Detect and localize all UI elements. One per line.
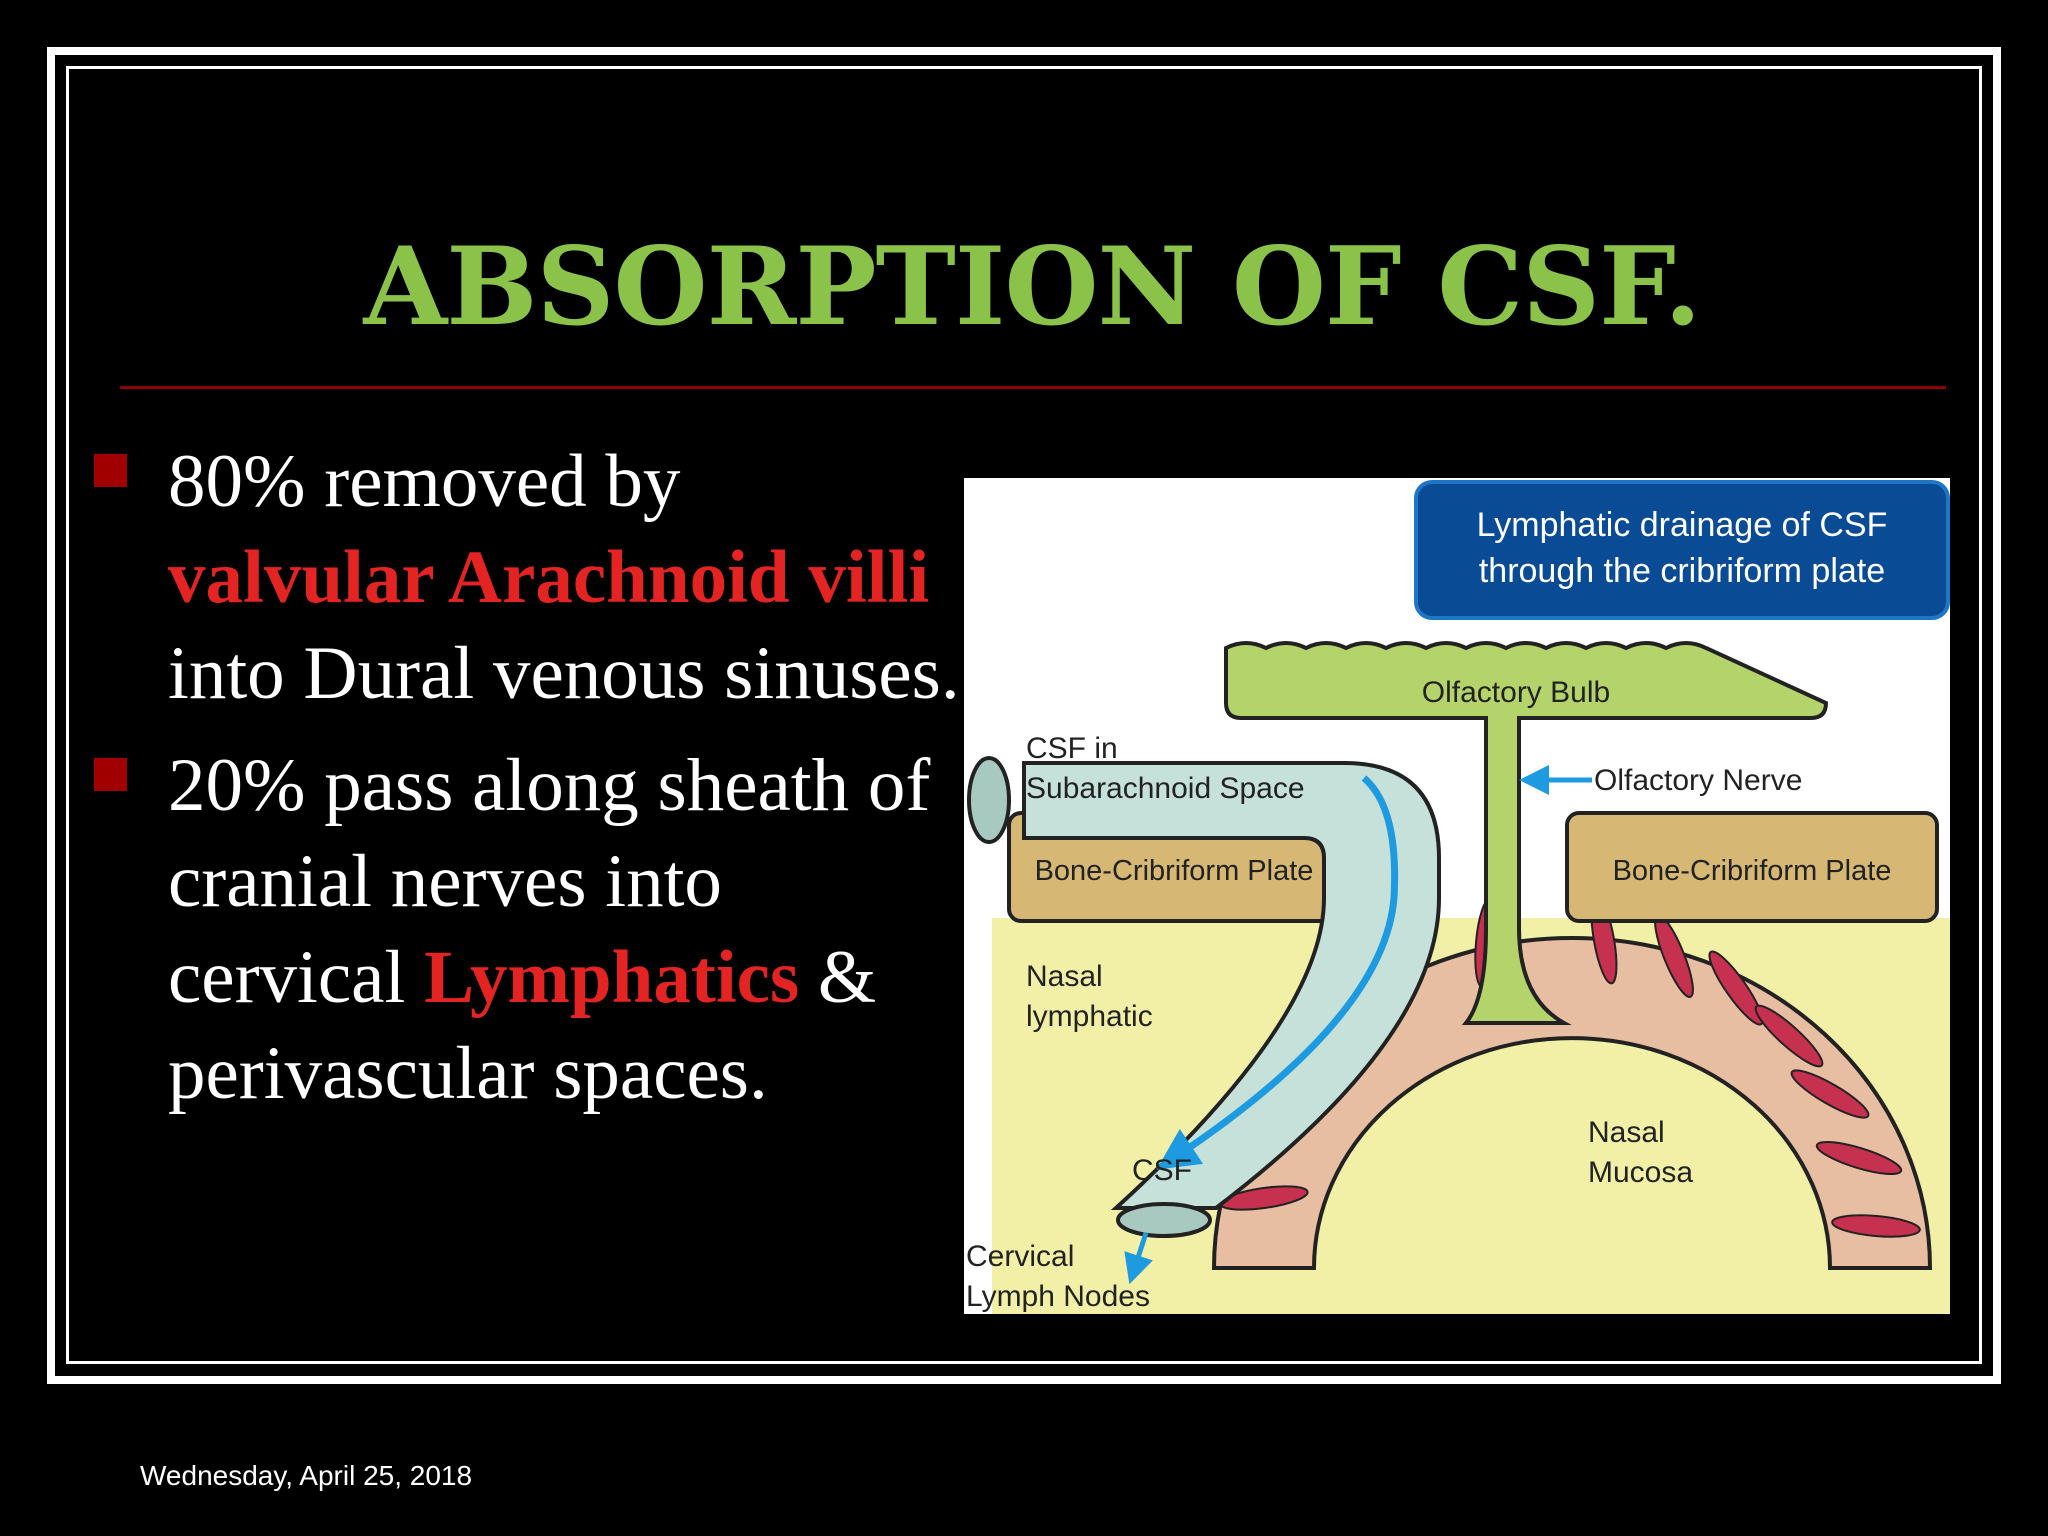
bullet-1-text-start: 80% removed by [168,440,681,523]
banner-line-2: through the cribriform plate [1479,552,1885,590]
bullet-1-highlight: valvular Arachnoid villi [168,536,930,619]
bullet-text: 20% pass along sheath of cranial nerves … [168,738,964,1122]
olfactory-nerve-label: Olfactory Nerve [1594,764,1802,797]
csf-tube-end-bottom [1116,1202,1212,1238]
diagram-svg: Lymphatic drainage of CSF through the cr… [966,480,1950,1314]
banner-line-1: Lymphatic drainage of CSF [1477,506,1888,544]
slide-outer-border [47,47,2001,1384]
csf-tube-end-top [967,756,1011,844]
nasal-mucosa-label-line-1: Nasal [1588,1116,1665,1149]
bone-right-label: Bone-Cribriform Plate [1613,855,1892,887]
square-bullet-icon [94,758,127,791]
csf-in-label-line-2: Subarachnoid Space [1026,772,1305,805]
bullet-text: 80% removed by valvular Arachnoid villi … [168,434,964,722]
square-bullet-icon [94,454,127,487]
bone-left-label: Bone-Cribriform Plate [1035,855,1314,887]
cervical-label-line-1: Cervical [966,1240,1074,1273]
olfactory-bulb-shape [1224,641,1829,1025]
bone-plate-right [1565,811,1939,923]
csf-tube [1022,761,1441,1210]
cervical-label-line-2: Lymph Nodes [966,1280,1150,1313]
slide-inner-border [66,66,1982,1364]
diagram-banner [1414,480,1950,620]
bullet-list: 80% removed by valvular Arachnoid villi … [94,434,964,1138]
csf-in-label-line-1: CSF in [1026,732,1118,765]
nasal-lymphatic-label-line-2: lymphatic [1026,1000,1153,1033]
bullet-item: 80% removed by valvular Arachnoid villi … [94,434,964,722]
nasal-mucosa-label-line-2: Mucosa [1588,1156,1693,1189]
footer-date: Wednesday, April 25, 2018 [140,1460,473,1491]
bullet-1-text-end: into Dural venous sinuses. [168,632,960,715]
nasal-lymphatic-label-line-1: Nasal [1026,960,1103,993]
slide-title: ABSORPTION OF CSF. [363,224,1701,350]
olfactory-bulb-label: Olfactory Bulb [1422,676,1610,709]
lymph-flow-arrow-icon [1124,1232,1153,1285]
csf-drainage-diagram: Lymphatic drainage of CSF through the cr… [964,478,1950,1314]
csf-flow-arrow-icon [1156,775,1399,1170]
bullet-item: 20% pass along sheath of cranial nerves … [94,738,964,1122]
bullet-2-highlight: Lymphatics [424,936,800,1019]
bullet-2-text-end: & perivascular spaces. [168,936,877,1115]
bullet-2-text-start: 20% pass along sheath of cranial nerves … [168,744,931,1019]
csf-label: CSF [1132,1154,1192,1187]
title-divider [120,386,1946,389]
